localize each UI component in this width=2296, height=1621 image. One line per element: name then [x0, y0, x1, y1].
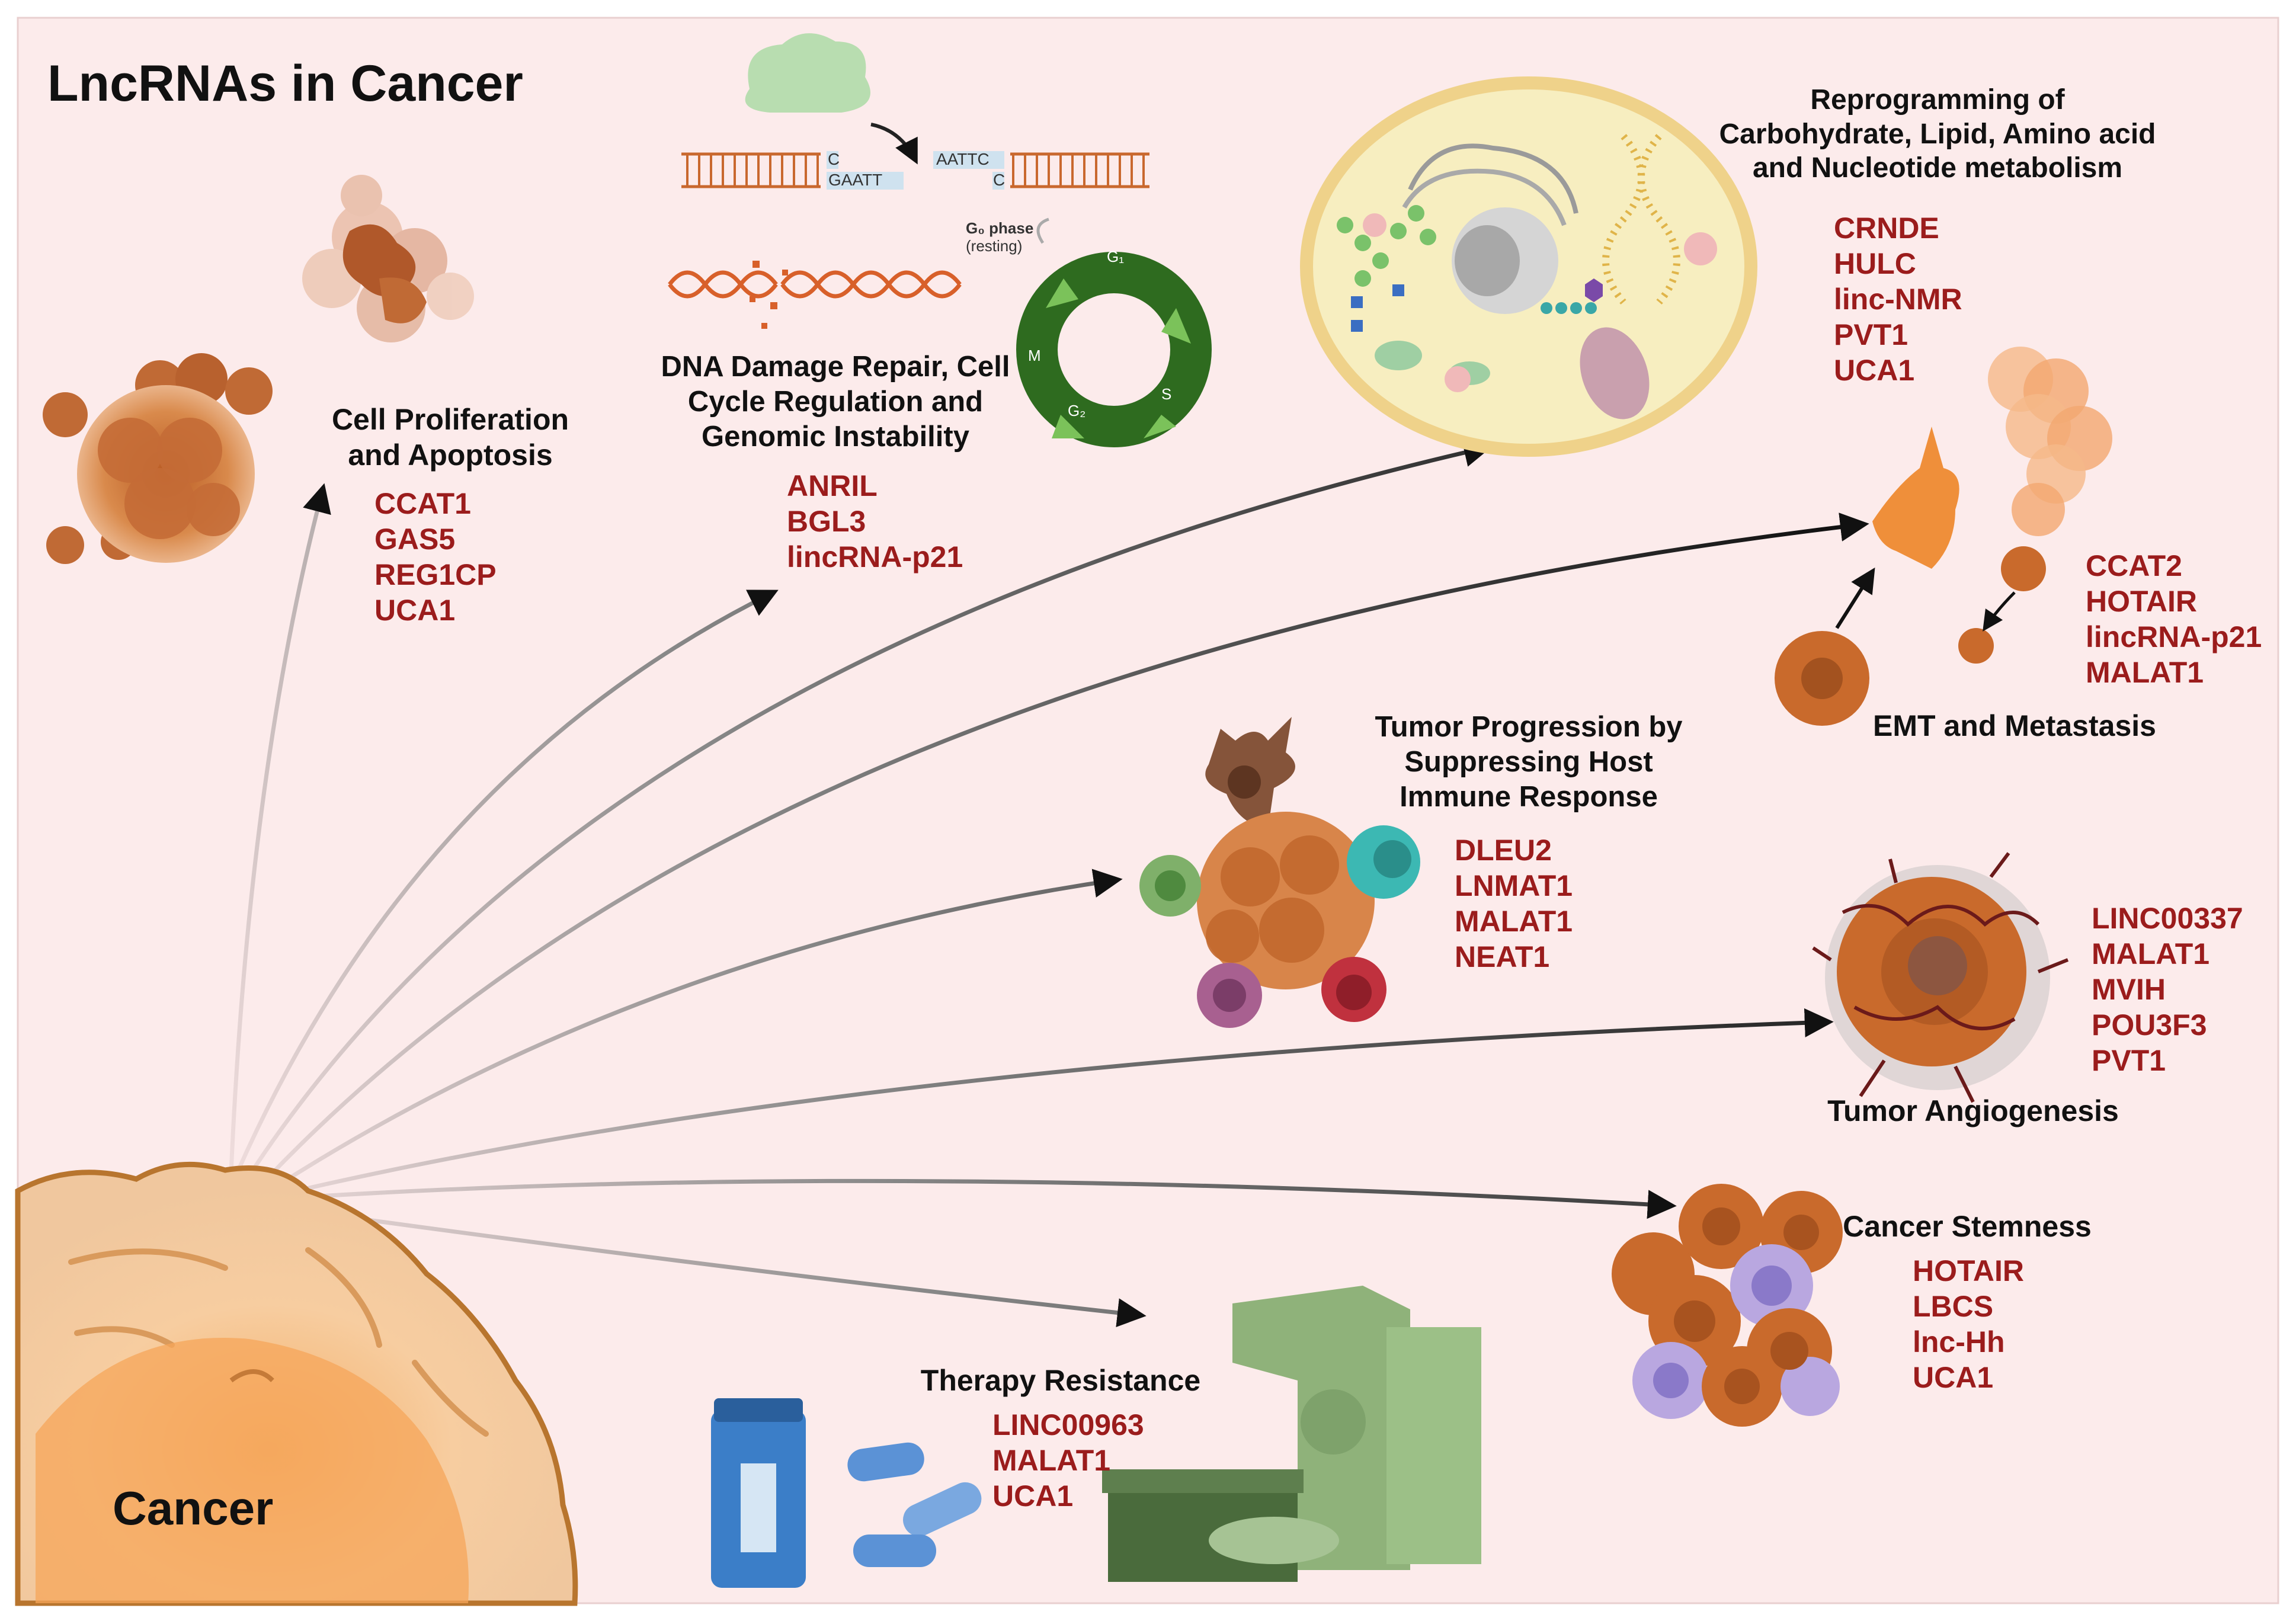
metabolism-label-line1: Reprogramming of	[1810, 84, 2065, 116]
gene-item: MVIH	[2092, 973, 2166, 1006]
dna-repair-label: DNA Damage Repair, Cell Cycle Regulation…	[640, 350, 1031, 454]
cell-cycle-s: S	[1161, 385, 1172, 403]
emt-illustration	[1775, 347, 2112, 726]
proliferation-label: Cell Proliferation and Apoptosis	[296, 402, 604, 473]
stemness-label-line1: Cancer Stemness	[1843, 1210, 2092, 1243]
gene-item: UCA1	[992, 1479, 1074, 1513]
gene-item: lincRNA-p21	[787, 540, 963, 574]
gene-item: NEAT1	[1455, 940, 1550, 973]
gene-item: MALAT1	[2092, 937, 2210, 970]
gene-item: BGL3	[787, 505, 866, 538]
angiogenesis-label-line1: Tumor Angiogenesis	[1827, 1094, 2119, 1127]
dna-top-left: C	[828, 150, 840, 168]
arrow-to-proliferation	[229, 483, 331, 1175]
dna-repair-label-line3: Genomic Instability	[702, 420, 969, 453]
arrow-to-immune	[276, 869, 1123, 1187]
arrow-to-metabolism	[246, 438, 1493, 1178]
immune-label-line3: Immune Response	[1400, 780, 1658, 813]
gene-item: LNMAT1	[1455, 869, 1573, 902]
dna-repair-gene-list: ANRIL BGL3 lincRNA-p21	[787, 468, 963, 575]
g0-phase-label: G₀ phase	[966, 219, 1034, 237]
stemness-label: Cancer Stemness	[1825, 1209, 2109, 1244]
gene-item: CCAT1	[374, 487, 471, 520]
therapy-illustration	[711, 1286, 1481, 1588]
arrow-to-angiogenesis	[294, 1008, 1834, 1193]
metabolism-label-line3: and Nucleotide metabolism	[1752, 152, 2123, 184]
gene-item: CCAT2	[2086, 549, 2182, 582]
proliferation-gene-list: CCAT1 GAS5 REG1CP UCA1	[374, 486, 497, 628]
metabolism-label: Reprogramming of Carbohydrate, Lipid, Am…	[1695, 83, 2180, 185]
gene-item: ANRIL	[787, 469, 878, 502]
gene-item: PVT1	[1834, 318, 1908, 351]
therapy-gene-list: LINC00963 MALAT1 UCA1	[992, 1407, 1144, 1514]
gene-item: PVT1	[2092, 1044, 2166, 1077]
gene-item: HOTAIR	[1913, 1254, 2024, 1287]
arrow-to-stemness	[306, 1178, 1677, 1219]
therapy-label: Therapy Resistance	[895, 1363, 1227, 1398]
gene-item: DLEU2	[1455, 834, 1552, 867]
immune-label: Tumor Progression by Suppressing Host Im…	[1345, 710, 1712, 814]
gene-item: HULC	[1834, 247, 1916, 280]
gene-item: UCA1	[1834, 354, 1915, 387]
dna-bottom-right: C	[993, 171, 1005, 189]
metabolism-cell	[1300, 76, 1757, 457]
immune-gene-list: DLEU2 LNMAT1 MALAT1 NEAT1	[1455, 832, 1573, 975]
immune-label-line2: Suppressing Host	[1404, 745, 1653, 778]
cancer-cell-illustration	[15, 1161, 578, 1606]
arrow-to-emt	[264, 512, 1869, 1181]
proliferation-cells	[43, 175, 474, 564]
gene-item: lnc-Hh	[1913, 1325, 2005, 1359]
gene-item: lincRNA-p21	[2086, 620, 2262, 653]
emt-label-line1: EMT and Metastasis	[1873, 709, 2156, 742]
therapy-label-line1: Therapy Resistance	[920, 1364, 1201, 1397]
gene-item: MALAT1	[2086, 656, 2204, 689]
arrows	[229, 438, 1869, 1328]
angiogenesis-illustration	[1812, 852, 2069, 1103]
dna-repair-label-line1: DNA Damage Repair, Cell	[661, 351, 1010, 383]
gene-item: LINC00963	[992, 1408, 1144, 1441]
gene-item: CRNDE	[1834, 212, 1939, 245]
proliferation-label-line2: and Apoptosis	[348, 438, 553, 472]
g0-phase-note: (resting)	[966, 237, 1023, 255]
gene-item: LINC00337	[2092, 902, 2243, 935]
angiogenesis-gene-list: LINC00337 MALAT1 MVIH POU3F3 PVT1	[2092, 901, 2243, 1078]
gene-item: GAS5	[374, 523, 456, 556]
gene-item: POU3F3	[2092, 1008, 2207, 1042]
cell-cycle-g2: G₂	[1068, 402, 1086, 419]
metabolism-label-line2: Carbohydrate, Lipid, Amino acid	[1719, 118, 2156, 150]
gene-item: HOTAIR	[2086, 585, 2197, 618]
gene-item: UCA1	[374, 594, 456, 627]
angiogenesis-label: Tumor Angiogenesis	[1795, 1093, 2151, 1129]
arrow-to-dna-repair	[235, 590, 779, 1175]
emt-gene-list: CCAT2 HOTAIR lincRNA-p21 MALAT1	[2086, 548, 2262, 690]
proliferation-label-line1: Cell Proliferation	[331, 403, 569, 436]
immune-illustration	[1139, 717, 1420, 1028]
dna-bottom-left: GAATT	[828, 171, 883, 189]
cell-cycle-g1: G₁	[1107, 248, 1124, 265]
cancer-label: Cancer	[113, 1482, 274, 1534]
diagram-title: LncRNAs in Cancer	[47, 55, 523, 112]
gene-item: linc-NMR	[1834, 283, 1962, 316]
dna-repair-label-line2: Cycle Regulation and	[687, 385, 984, 418]
arrow-to-therapy	[306, 1209, 1147, 1328]
gene-item: UCA1	[1913, 1361, 1994, 1394]
cell-cycle-m: M	[1028, 347, 1041, 364]
dna-repair-illustration	[668, 33, 1212, 447]
stemness-illustration	[1612, 1184, 1843, 1427]
gene-item: LBCS	[1913, 1290, 1994, 1323]
dna-top-right: AATTC	[936, 150, 990, 168]
gene-item: MALAT1	[1455, 905, 1573, 938]
metabolism-gene-list: CRNDE HULC linc-NMR PVT1 UCA1	[1834, 210, 1962, 388]
emt-label: EMT and Metastasis	[1837, 708, 2192, 744]
gene-item: MALAT1	[992, 1444, 1111, 1477]
stemness-gene-list: HOTAIR LBCS lnc-Hh UCA1	[1913, 1253, 2024, 1395]
immune-label-line1: Tumor Progression by	[1375, 711, 1683, 743]
gene-item: REG1CP	[374, 558, 497, 591]
